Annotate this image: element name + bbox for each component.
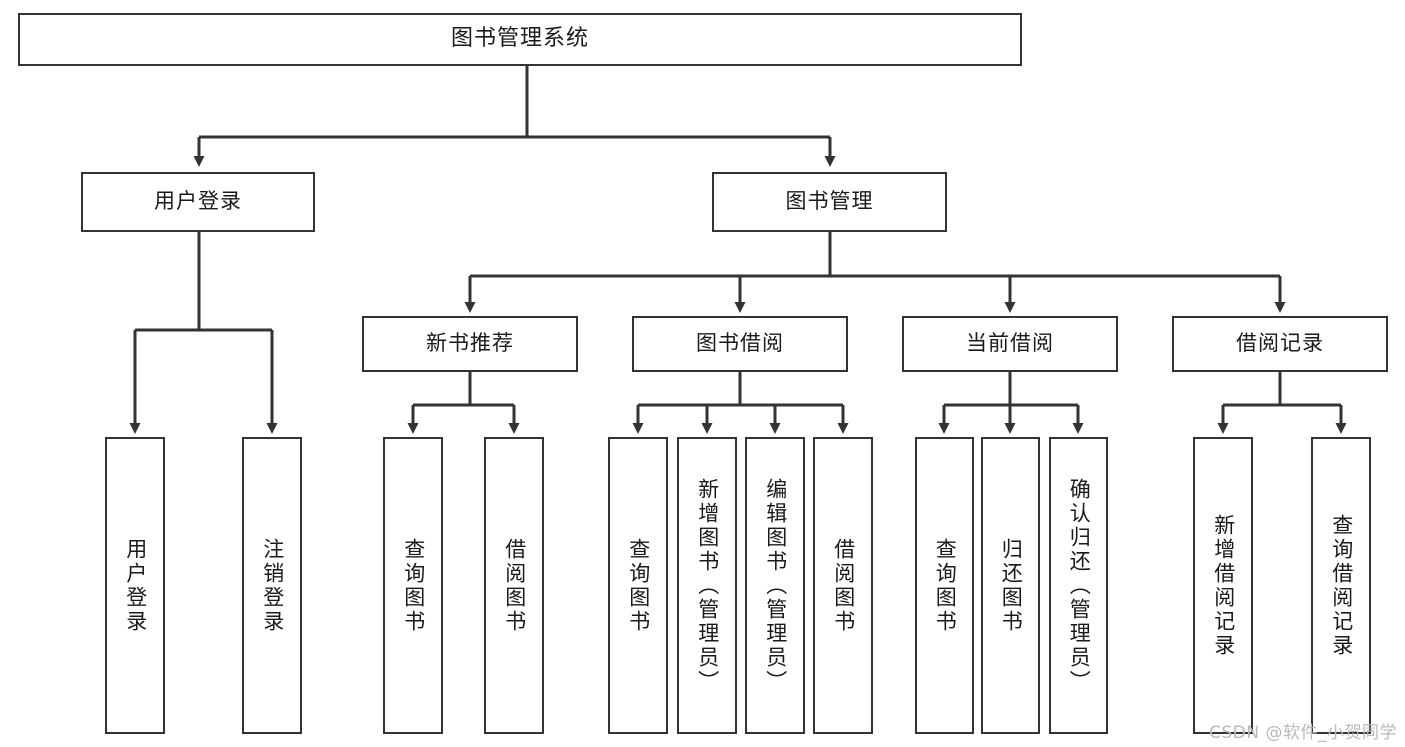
node-book-borrow[interactable]: 图书借阅 bbox=[632, 316, 848, 372]
node-borrow-record-label: 借阅记录 bbox=[1236, 331, 1324, 356]
node-leaf-user-login[interactable]: 用户登录 bbox=[105, 437, 165, 734]
node-leaf-confirm-return-label: 确认归还（管理员） bbox=[1067, 477, 1092, 694]
node-leaf-borrow-book-1-label: 借阅图书 bbox=[502, 537, 527, 634]
node-leaf-query-book-3[interactable]: 查询图书 bbox=[915, 437, 974, 734]
node-leaf-logout-login[interactable]: 注销登录 bbox=[242, 437, 302, 734]
node-user-login[interactable]: 用户登录 bbox=[81, 172, 315, 232]
node-leaf-add-record-label: 新增借阅记录 bbox=[1211, 513, 1236, 658]
node-leaf-borrow-book-2[interactable]: 借阅图书 bbox=[813, 437, 873, 734]
node-leaf-user-login-label: 用户登录 bbox=[123, 537, 148, 634]
node-leaf-borrow-book-1[interactable]: 借阅图书 bbox=[484, 437, 544, 734]
node-leaf-query-book-2[interactable]: 查询图书 bbox=[608, 437, 668, 734]
node-book-manage-label: 图书管理 bbox=[785, 189, 874, 214]
node-leaf-add-record[interactable]: 新增借阅记录 bbox=[1193, 437, 1253, 734]
node-current-borrow-label: 当前借阅 bbox=[966, 331, 1054, 356]
node-borrow-record[interactable]: 借阅记录 bbox=[1172, 316, 1388, 372]
node-leaf-query-record[interactable]: 查询借阅记录 bbox=[1311, 437, 1371, 734]
node-leaf-confirm-return[interactable]: 确认归还（管理员） bbox=[1049, 437, 1108, 734]
node-root-label: 图书管理系统 bbox=[450, 26, 589, 52]
node-leaf-query-record-label: 查询借阅记录 bbox=[1329, 513, 1354, 658]
node-leaf-query-book-3-label: 查询图书 bbox=[933, 537, 958, 634]
node-leaf-query-book-2-label: 查询图书 bbox=[626, 537, 651, 634]
node-leaf-query-book-1[interactable]: 查询图书 bbox=[383, 437, 443, 734]
node-leaf-edit-book-label: 编辑图书（管理员） bbox=[763, 477, 788, 694]
node-current-borrow[interactable]: 当前借阅 bbox=[902, 316, 1118, 372]
csdn-watermark: CSDN @软件_小贺同学 bbox=[1209, 723, 1397, 743]
node-book-manage[interactable]: 图书管理 bbox=[712, 172, 947, 232]
node-leaf-borrow-book-2-label: 借阅图书 bbox=[831, 537, 856, 634]
node-leaf-return-book-label: 归还图书 bbox=[999, 537, 1024, 634]
node-leaf-add-book-label: 新增图书（管理员） bbox=[695, 477, 720, 694]
node-leaf-return-book[interactable]: 归还图书 bbox=[981, 437, 1040, 734]
node-new-book-rec-label: 新书推荐 bbox=[426, 331, 514, 356]
node-leaf-query-book-1-label: 查询图书 bbox=[401, 537, 426, 634]
node-leaf-edit-book[interactable]: 编辑图书（管理员） bbox=[745, 437, 805, 734]
node-leaf-logout-login-label: 注销登录 bbox=[260, 537, 285, 634]
node-root[interactable]: 图书管理系统 bbox=[18, 13, 1022, 66]
node-user-login-label: 用户登录 bbox=[154, 189, 242, 214]
node-book-borrow-label: 图书借阅 bbox=[696, 331, 784, 356]
node-leaf-add-book[interactable]: 新增图书（管理员） bbox=[677, 437, 737, 734]
node-new-book-rec[interactable]: 新书推荐 bbox=[362, 316, 578, 372]
